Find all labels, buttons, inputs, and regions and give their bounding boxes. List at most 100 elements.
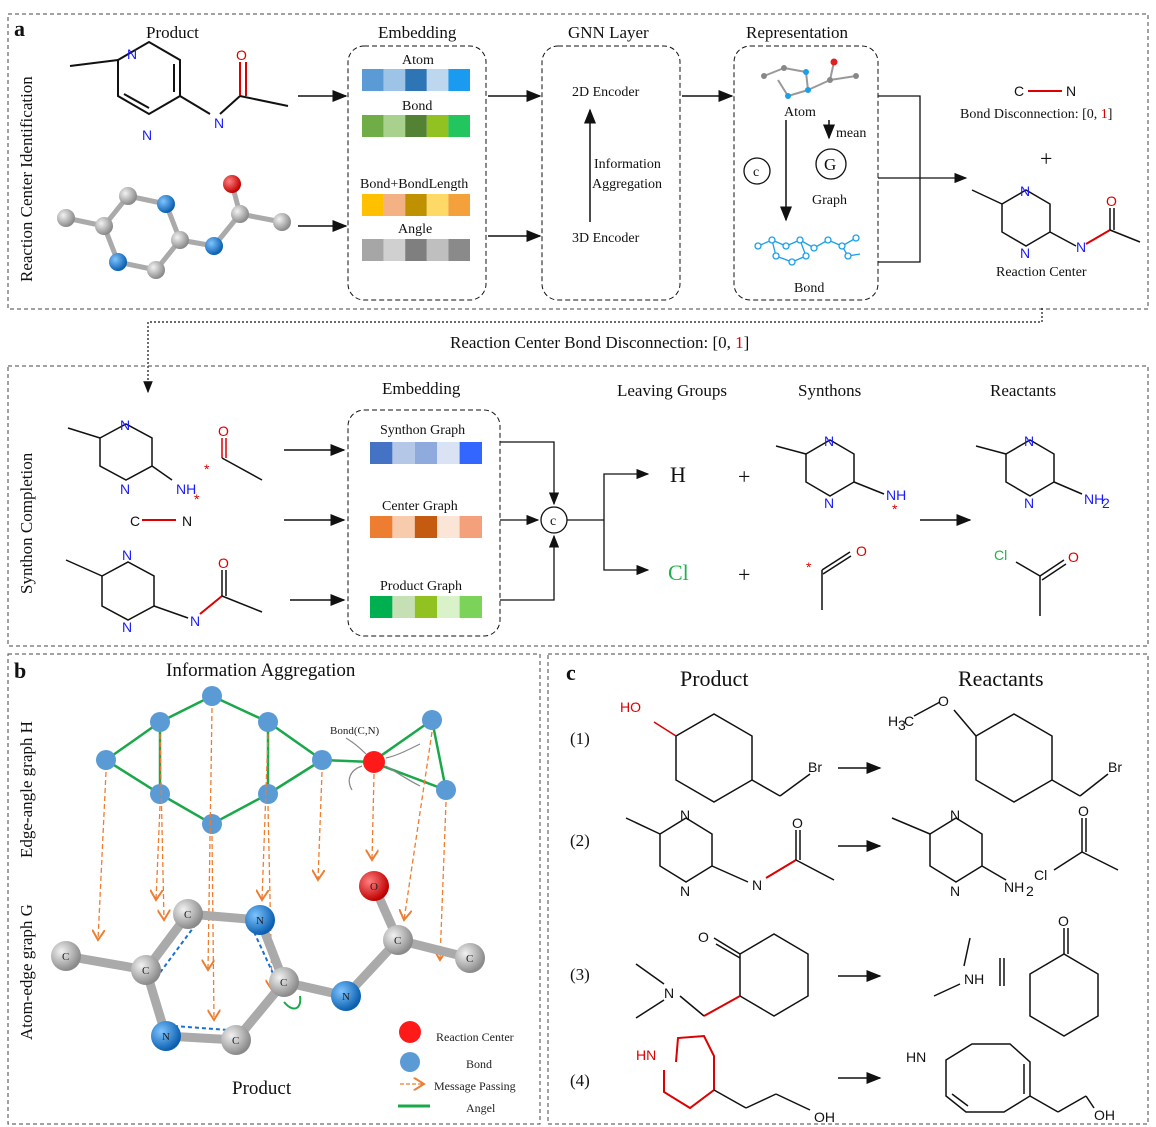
- row-2-label: (2): [570, 831, 590, 850]
- svg-text:3: 3: [898, 717, 906, 733]
- panel-a-side-label: Reaction Center Identification: [17, 76, 36, 282]
- svg-text:NH: NH: [176, 481, 196, 497]
- repr-bond-graph-icon: [754, 234, 861, 266]
- atom-embedding-cell: [405, 69, 427, 91]
- c1-product: [653, 713, 811, 803]
- row-1-label: (1): [570, 729, 590, 748]
- synthon-embedding-label: Embedding: [382, 379, 461, 398]
- svg-text:O: O: [1106, 193, 1117, 209]
- panel-c-product-label: Product: [680, 666, 748, 691]
- svg-text:N: N: [1076, 239, 1086, 255]
- svg-text:C: C: [232, 1035, 239, 1047]
- panel-a-frame: [7, 13, 1149, 310]
- svg-text:N: N: [120, 417, 130, 433]
- reaction-center-molecule: [971, 189, 1141, 247]
- panel-b-product-label: Product: [232, 1078, 292, 1099]
- representation-box: [733, 45, 879, 301]
- synthon-molecule-acyl: [821, 551, 852, 610]
- center-graph-cell: [392, 516, 415, 538]
- svg-text:N: N: [752, 877, 762, 893]
- atom-edge-label: Atom-edge graph G: [17, 904, 36, 1040]
- svg-text:HN: HN: [906, 1049, 926, 1065]
- bond-length-embedding-cell: [383, 194, 406, 216]
- angle-embedding-bar: [362, 239, 470, 261]
- synthon-input-molecule: [67, 423, 263, 481]
- svg-text:N: N: [950, 883, 960, 899]
- c2-reactants: [891, 817, 1119, 883]
- concat-symbol-a: [743, 157, 771, 185]
- synthon-graph-cell: [392, 442, 415, 464]
- repr-atom-graph-icon: [761, 58, 859, 99]
- panel-b-letter: b: [14, 658, 26, 683]
- edge-angle-graph: [96, 686, 456, 834]
- svg-text:C: C: [1014, 83, 1024, 99]
- repr-atom-label: Atom: [784, 105, 816, 120]
- synthon-graph-bar: [370, 442, 482, 464]
- svg-text:O: O: [218, 555, 229, 571]
- svg-text:O: O: [1068, 549, 1079, 565]
- svg-text:N: N: [950, 807, 960, 823]
- svg-text:Br: Br: [808, 759, 822, 775]
- svg-text:HN: HN: [636, 1047, 656, 1063]
- synthon-panel-frame: [7, 365, 1149, 647]
- center-graph-cell: [414, 516, 438, 538]
- atom-embedding-cell: [448, 69, 470, 91]
- svg-text:N: N: [120, 481, 130, 497]
- rc-bond-disconnection-label: Reaction Center Bond Disconnection: [0, …: [450, 333, 749, 352]
- svg-text:O: O: [792, 815, 803, 831]
- svg-text:Angel: Angel: [466, 1101, 496, 1115]
- center-graph-cell: [459, 516, 482, 538]
- panel-a-letter: a: [14, 16, 25, 41]
- bond-embedding-cell: [448, 115, 470, 137]
- graph-symbol: G: [824, 155, 836, 174]
- plus-a: +: [1040, 146, 1052, 171]
- leaving-group-h: H: [670, 462, 686, 487]
- encoder-3d-label: 3D Encoder: [572, 231, 640, 246]
- svg-text:O: O: [856, 543, 867, 559]
- col-product-label: Product: [146, 23, 199, 42]
- reactants-label: Reactants: [990, 381, 1056, 400]
- row-3-label: (3): [570, 965, 590, 984]
- svg-text:C: C: [130, 513, 140, 529]
- panel-c-reactants-label: Reactants: [958, 666, 1044, 691]
- product-graph-cell: [370, 596, 393, 618]
- synthon-graph-label: Synthon Graph: [380, 423, 465, 438]
- gnn-layer-box: [541, 45, 681, 301]
- bond-length-embedding-cell: [448, 194, 470, 216]
- angle-embedding-cell: [405, 239, 427, 261]
- svg-text:N: N: [1024, 495, 1034, 511]
- svg-text:N: N: [824, 433, 834, 449]
- synthon-graph-cell: [414, 442, 438, 464]
- center-graph-cell: [370, 516, 393, 538]
- info-agg-label-1: Information: [594, 157, 661, 172]
- product-graph-cell: [459, 596, 482, 618]
- reactant-acetyl-chloride: [1015, 559, 1067, 616]
- panel-c-letter: c: [566, 660, 576, 685]
- svg-text:NH: NH: [886, 487, 906, 503]
- emb-bond-length-label: Bond+BondLength: [360, 177, 468, 192]
- atom-embedding-cell: [426, 69, 449, 91]
- svg-text:N: N: [190, 613, 200, 629]
- svg-text:OH: OH: [1094, 1107, 1115, 1123]
- synthon-graph-cell: [459, 442, 482, 464]
- bond-length-embedding-cell: [405, 194, 427, 216]
- c1-reactant: [913, 701, 1109, 803]
- svg-text:O: O: [236, 47, 247, 63]
- svg-text:O: O: [218, 423, 229, 439]
- encoder-2d-label: 2D Encoder: [572, 85, 640, 100]
- bond-embedding-cell: [426, 115, 449, 137]
- panel-b-title: Information Aggregation: [166, 660, 356, 681]
- svg-text:Reaction Center: Reaction Center: [436, 1030, 514, 1044]
- svg-text:N: N: [1066, 83, 1076, 99]
- svg-text:N: N: [680, 883, 690, 899]
- c2-product: [625, 817, 835, 883]
- svg-text:c: c: [550, 514, 556, 529]
- reactant-aminopyrazine: [975, 439, 1083, 497]
- synthons-label: Synthons: [798, 381, 861, 400]
- svg-text:N: N: [182, 513, 192, 529]
- atom-embedding-bar: [362, 69, 470, 91]
- bond-embedding-cell: [383, 115, 406, 137]
- svg-text:N: N: [664, 985, 674, 1001]
- c4-product: [663, 1034, 811, 1111]
- center-graph-label: Center Graph: [382, 499, 458, 514]
